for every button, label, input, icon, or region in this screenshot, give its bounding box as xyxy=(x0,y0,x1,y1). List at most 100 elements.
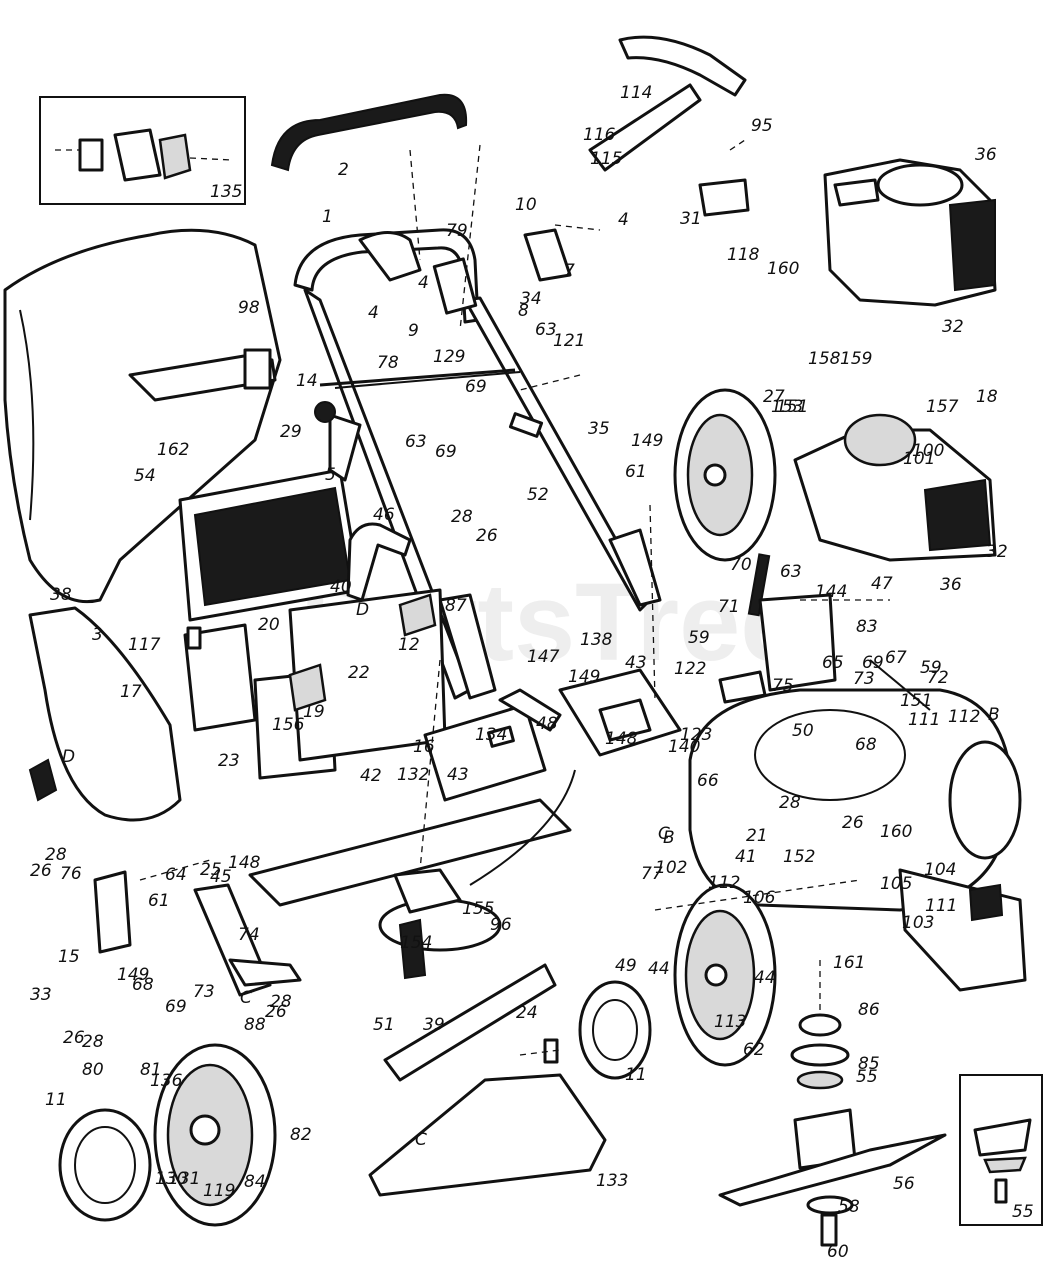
callout-label: 70 xyxy=(730,555,752,575)
callout-label: 154 xyxy=(400,933,432,953)
callout-label: 69 xyxy=(435,442,457,462)
callout-label: D xyxy=(356,600,369,620)
callout-label: 71 xyxy=(718,597,740,617)
callout-label: 36 xyxy=(940,575,962,595)
callout-label: 54 xyxy=(134,466,156,486)
callout-label: 86 xyxy=(858,1000,880,1020)
callout-label: 4 xyxy=(618,210,629,230)
mower-deck xyxy=(688,688,1027,992)
callout-label: 162 xyxy=(157,440,189,460)
callout-label: 160 xyxy=(880,822,912,842)
callout-label: 3 xyxy=(92,625,103,645)
callout-label: 151 xyxy=(900,691,932,711)
callout-label: 87 xyxy=(445,596,467,616)
callout-label: 156 xyxy=(272,715,305,735)
callout-label: 34 xyxy=(520,289,542,309)
callout-label: 152 xyxy=(783,847,815,867)
callout-label: 63 xyxy=(780,562,802,582)
callout-label: 104 xyxy=(924,860,956,880)
callout-label: 74 xyxy=(238,925,260,945)
callout-label: 103 xyxy=(902,913,934,933)
callout-label: 4 xyxy=(368,303,379,323)
callout-label: 85 xyxy=(858,1054,880,1074)
chute-bracket xyxy=(253,522,447,780)
callout-label: 60 xyxy=(827,1242,849,1262)
callout-label: D xyxy=(62,747,75,767)
callout-label: 100 xyxy=(912,441,944,461)
callout-label: 14 xyxy=(296,371,318,391)
callout-label: 134 xyxy=(475,725,507,745)
callout-label: 40 xyxy=(330,577,352,597)
callout-label: 39 xyxy=(423,1015,445,1035)
callout-label: 26 xyxy=(30,861,52,881)
callout-label: 101 xyxy=(903,449,935,469)
callout-label: 59 xyxy=(920,658,942,678)
inset-55: 55 xyxy=(959,1074,1043,1226)
callout-label: 62 xyxy=(743,1040,765,1060)
callout-label: 44 xyxy=(648,959,670,979)
callout-label: 38 xyxy=(50,585,72,605)
callout-label: 76 xyxy=(60,864,82,884)
callout-label: 140 xyxy=(668,737,700,757)
callout-label: 27 xyxy=(763,387,785,407)
callout-label: 63 xyxy=(405,432,427,452)
engine-top xyxy=(823,158,997,307)
callout-label: 113 xyxy=(714,1012,746,1032)
callout-label: 7 xyxy=(564,261,575,281)
callout-label: 157 xyxy=(926,397,959,417)
callout-label: 15 xyxy=(58,947,80,967)
callout-label: 116 xyxy=(583,125,616,145)
callout-label: 149 xyxy=(568,667,600,687)
callout-label: C xyxy=(415,1130,427,1150)
throttle-control xyxy=(747,553,931,711)
callout-label: 10 xyxy=(515,195,537,215)
callout-label: 66 xyxy=(697,771,719,791)
callout-label: 160 xyxy=(767,259,799,279)
callout-label: 122 xyxy=(674,659,706,679)
callout-label: 45 xyxy=(210,867,232,887)
callout-label: C xyxy=(240,988,252,1008)
callout-label: 102 xyxy=(655,858,687,878)
callout-label: 20 xyxy=(258,615,280,635)
callout-label: 136 xyxy=(150,1071,183,1091)
callout-label: 148 xyxy=(228,853,261,873)
callout-label: 73 xyxy=(853,669,875,689)
callout-labels: 1234445789101111121415161718192021222324… xyxy=(30,83,1008,1262)
callout-label: 11 xyxy=(45,1090,67,1110)
callout-label: 51 xyxy=(373,1015,395,1035)
callout-label: 17 xyxy=(120,682,142,702)
callout-label: 105 xyxy=(880,874,912,894)
callout-label: 32 xyxy=(986,542,1008,562)
callout-label: 117 xyxy=(128,635,161,655)
callout-label: 44 xyxy=(754,968,776,988)
callout-label: 96 xyxy=(490,915,512,935)
callout-label: 84 xyxy=(244,1172,266,1192)
callout-label: 1 xyxy=(322,207,333,227)
callout-label: 23 xyxy=(218,751,240,771)
callout-label: 11 xyxy=(625,1065,647,1085)
callout-label: 61 xyxy=(625,462,647,482)
callout-label: 88 xyxy=(244,1015,266,1035)
callout-label: 78 xyxy=(377,353,399,373)
callout-label: 61 xyxy=(148,891,170,911)
callout-label: 46 xyxy=(373,505,395,525)
callout-label: 111 xyxy=(925,896,957,916)
callout-label: 63 xyxy=(535,320,557,340)
callout-label: 50 xyxy=(792,721,814,741)
callout-label: 68 xyxy=(855,735,877,755)
callout-label: 49 xyxy=(615,956,637,976)
callout-label: 69 xyxy=(862,653,884,673)
callout-label: 26 xyxy=(265,1002,287,1022)
control-bracket-top xyxy=(588,35,750,217)
callout-label: 21 xyxy=(746,826,768,846)
callout-label: B xyxy=(988,705,1000,725)
callout-label: 28 xyxy=(779,793,801,813)
front-left-wheel-assembly xyxy=(58,870,302,1227)
callout-label: 33 xyxy=(30,985,52,1005)
callout-label: 130 xyxy=(155,1169,187,1189)
callout-label: 16 xyxy=(413,737,435,757)
callout-label: 26 xyxy=(842,813,864,833)
callout-label: 114 xyxy=(620,83,652,103)
callout-label: 52 xyxy=(527,485,549,505)
